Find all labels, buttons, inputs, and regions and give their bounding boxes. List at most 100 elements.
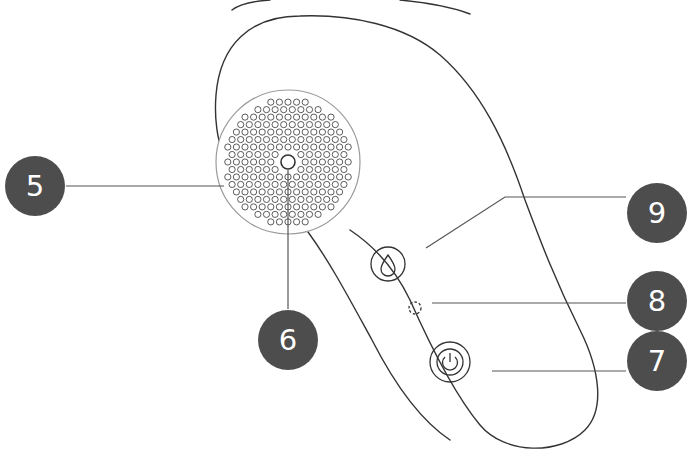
- bristle-dot: [319, 204, 325, 210]
- bristle-dot: [289, 136, 295, 142]
- bristle-dot: [315, 121, 321, 127]
- bristle-dot: [268, 159, 274, 165]
- bristle-dot: [276, 129, 282, 135]
- bristle-dot: [238, 166, 244, 172]
- bristle-dot: [332, 166, 338, 172]
- bristle-dot: [315, 211, 321, 217]
- bristle-dot: [332, 151, 338, 157]
- bristle-dot: [276, 144, 282, 150]
- bristle-dot: [311, 189, 317, 195]
- callout-badge: [627, 331, 687, 391]
- bristle-dot: [225, 159, 231, 165]
- bristle-dot: [319, 189, 325, 195]
- bristle-dot: [306, 211, 312, 217]
- bristle-dot: [225, 174, 231, 180]
- bristle-dot: [272, 136, 278, 142]
- bristle-dot: [302, 219, 308, 225]
- bristle-dot: [281, 121, 287, 127]
- bristle-dot: [337, 129, 343, 135]
- bristle-dot: [276, 114, 282, 120]
- bristle-dot: [263, 211, 269, 217]
- bristle-dot: [281, 136, 287, 142]
- bristle-dot: [332, 136, 338, 142]
- bristle-dot: [263, 166, 269, 172]
- bristle-dot: [276, 204, 282, 210]
- bristle-dot: [311, 204, 317, 210]
- bristle-dot: [229, 181, 235, 187]
- bristle-dot: [315, 136, 321, 142]
- bristle-dot: [315, 107, 321, 113]
- bristle-dot: [259, 159, 265, 165]
- bristle-dot: [337, 174, 343, 180]
- bristle-dot: [289, 107, 295, 113]
- bristle-dot: [306, 107, 312, 113]
- bristle-dot: [255, 181, 261, 187]
- bristle-dot: [246, 181, 252, 187]
- bristle-dot: [229, 151, 235, 157]
- bristle-dot: [251, 159, 257, 165]
- bristle-dot: [251, 189, 257, 195]
- bristle-dot: [328, 159, 334, 165]
- bristle-dot: [272, 151, 278, 157]
- bristle-dot: [272, 211, 278, 217]
- bristle-dot: [263, 121, 269, 127]
- callout-badge: [5, 156, 65, 216]
- bristle-dot: [238, 121, 244, 127]
- bristle-dot: [242, 114, 248, 120]
- bristle-dot: [302, 129, 308, 135]
- bristle-dot: [324, 151, 330, 157]
- bristle-dot: [233, 129, 239, 135]
- power-icon: [449, 353, 450, 362]
- power-button: [437, 349, 463, 375]
- bristle-dot: [341, 136, 347, 142]
- bristle-dot: [345, 159, 351, 165]
- bristle-dot: [246, 151, 252, 157]
- bristle-dot: [259, 174, 265, 180]
- bristle-dot: [285, 99, 291, 105]
- bristle-dot: [332, 121, 338, 127]
- bristle-dot: [324, 196, 330, 202]
- bristle-dot: [337, 189, 343, 195]
- bristle-dot: [294, 129, 300, 135]
- bristle-dot: [332, 196, 338, 202]
- bristle-dot: [268, 174, 274, 180]
- bristle-dot: [259, 129, 265, 135]
- bristle-dot: [345, 144, 351, 150]
- bristle-dot: [302, 144, 308, 150]
- bristle-dot: [289, 211, 295, 217]
- bristle-dot: [225, 144, 231, 150]
- bristle-dot: [341, 166, 347, 172]
- device-body: [308, 232, 450, 440]
- callout-number: 9: [627, 183, 687, 243]
- bristle-dot: [319, 174, 325, 180]
- bristle-dot: [281, 196, 287, 202]
- bristle-dot: [302, 114, 308, 120]
- bristle-dot: [324, 181, 330, 187]
- bristle-dot: [315, 166, 321, 172]
- power-button: [430, 342, 470, 382]
- bristle-dot: [337, 159, 343, 165]
- bristle-dot: [268, 204, 274, 210]
- bristle-dot: [251, 204, 257, 210]
- bristle-dot: [255, 121, 261, 127]
- bristle-dot: [319, 129, 325, 135]
- mode-button: [371, 247, 405, 281]
- bristle-dot: [233, 189, 239, 195]
- indicator-light: [409, 302, 421, 314]
- bristle-dot: [328, 114, 334, 120]
- bristle-dot: [285, 144, 291, 150]
- bristle-dot: [328, 144, 334, 150]
- callout-badge: [258, 310, 318, 370]
- bristle-dot: [306, 151, 312, 157]
- callout-badge: [627, 183, 687, 243]
- bristle-dot: [255, 151, 261, 157]
- bristle-dot: [302, 204, 308, 210]
- bristle-dot: [238, 151, 244, 157]
- bristle-dot: [311, 114, 317, 120]
- bristle-dot: [289, 196, 295, 202]
- bristle-dot: [298, 136, 304, 142]
- bristle-dot: [324, 136, 330, 142]
- bristle-dot: [294, 219, 300, 225]
- bristle-dot: [259, 144, 265, 150]
- bristle-dot: [246, 121, 252, 127]
